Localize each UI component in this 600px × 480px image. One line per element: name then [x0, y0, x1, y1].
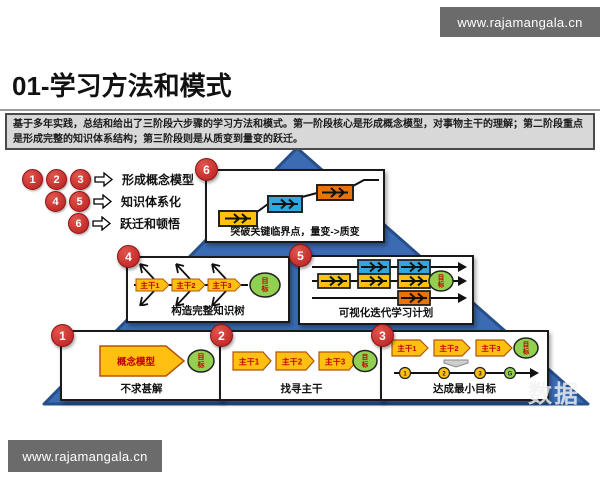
model-label: 概念模型	[117, 356, 156, 368]
goal-label: 标	[522, 347, 530, 356]
milestone-label: 1	[403, 372, 407, 378]
trunk-label: 主干3	[481, 343, 500, 353]
milestone-label: G	[508, 372, 513, 378]
goal-label: 标	[197, 360, 205, 369]
goal-label: 标	[361, 360, 369, 369]
trunk-label: 主干2	[176, 280, 195, 290]
milestone-label: 2	[442, 372, 446, 378]
page-title: 01-学习方法和模式	[12, 71, 232, 101]
legend-step-badge: 1	[22, 169, 43, 190]
goal-label: 标	[437, 280, 445, 289]
legend-step-badge: 3	[70, 169, 91, 190]
block-arrow-icon	[92, 216, 112, 231]
trunk-label: 主干2	[439, 343, 458, 353]
goal-label: 标	[261, 284, 269, 293]
stage-number-badge: 2	[210, 324, 233, 347]
goal-label: 目	[198, 353, 205, 361]
stage3-caption: 达成最小目标	[433, 383, 496, 395]
legend-row-2: 4 5 知识体系化	[45, 191, 181, 212]
stage-box-6: 突破关键临界点，量变->质变	[205, 169, 385, 243]
trunk-label: 主干1	[239, 357, 260, 367]
stage6-caption: 突破关键临界点，量变->质变	[230, 227, 360, 238]
goal-label: 目	[262, 277, 269, 285]
site-url-banner-top: www.rajamangala.cn	[440, 7, 600, 37]
stage2-trunk-diagram: 主干1 主干2 主干3 目 标	[232, 349, 378, 373]
legend-step-badge: 4	[45, 191, 66, 212]
legend-row-1: 1 2 3 形成概念模型	[22, 169, 194, 190]
stage-box-5: 目 标 可视化迭代学习计划	[298, 255, 474, 325]
trunk-label: 主干3	[325, 357, 346, 367]
stage-box-3: 主干1 主干2 主干3 目 标 1 2 3 G 达成最小目标	[380, 330, 549, 401]
stage-box-2: 主干1 主干2 主干3 目 标 找寻主干	[219, 330, 384, 401]
stage-box-1: 概念模型 目 标 不求甚解	[60, 330, 223, 401]
stage3-milestone-diagram: 主干1 主干2 主干3 目 标 1 2 3 G	[391, 337, 539, 380]
trunk-label: 主干1	[397, 343, 416, 353]
summary-text: 基于多年实践，总结和给出了三阶段六步骤的学习方法和模式。第一阶段核心是形成概念模…	[5, 113, 595, 150]
stage-number-badge: 6	[195, 158, 218, 181]
stage-number-badge: 3	[371, 324, 394, 347]
stage4-caption: 构造完整知识树	[171, 305, 245, 317]
stage4-fishbone-diagram: 主干1 主干2 主干3 目 标	[134, 263, 281, 307]
legend-step-badge: 6	[68, 213, 89, 234]
goal-label: 目	[438, 274, 445, 282]
title-divider	[0, 109, 600, 111]
site-url-banner-bottom: www.rajamangala.cn	[8, 440, 162, 472]
stage6-step-diagram	[218, 179, 379, 227]
stage-number-badge: 1	[51, 324, 74, 347]
stage1-model-diagram: 概念模型 目 标	[99, 345, 215, 377]
legend-step-badge: 2	[46, 169, 67, 190]
block-arrow-icon	[93, 194, 113, 209]
legend-label: 形成概念模型	[122, 173, 195, 187]
legend-step-badge: 5	[69, 191, 90, 212]
stage5-caption: 可视化迭代学习计划	[338, 307, 434, 319]
milestone-label: 3	[478, 372, 482, 378]
legend-row-3: 6 跃迁和顿悟	[68, 213, 180, 234]
stage5-plan-diagram: 目 标	[312, 259, 467, 306]
down-arrow-icon	[443, 359, 469, 368]
stage-box-4: 主干1 主干2 主干3 目 标 构造完整知识树	[126, 256, 290, 323]
legend-label: 知识体系化	[121, 195, 182, 209]
trunk-label: 主干2	[282, 357, 303, 367]
stage1-caption: 不求甚解	[120, 383, 163, 395]
stage-number-badge: 5	[289, 244, 312, 267]
goal-label: 目	[362, 353, 369, 361]
trunk-label: 主干1	[140, 280, 159, 290]
block-arrow-icon	[94, 172, 114, 187]
stage-number-badge: 4	[117, 245, 140, 268]
trunk-label: 主干3	[212, 280, 231, 290]
goal-label: 目	[523, 341, 530, 349]
stage2-caption: 找寻主干	[280, 383, 323, 395]
legend-label: 跃迁和顿悟	[120, 217, 181, 231]
